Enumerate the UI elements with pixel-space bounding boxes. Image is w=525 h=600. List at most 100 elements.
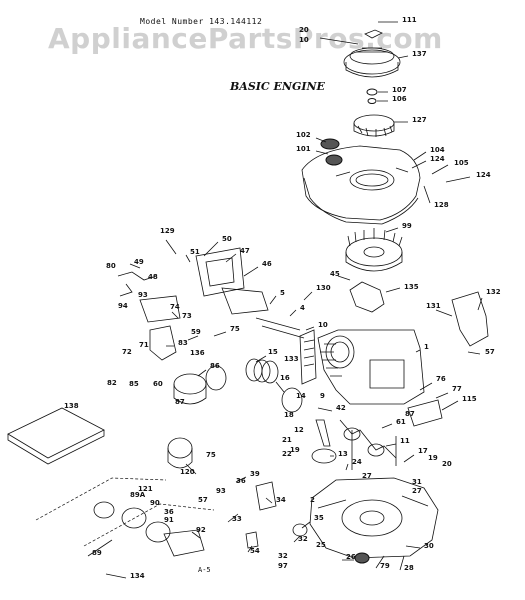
part-callout: 51	[190, 248, 200, 256]
part-callout: 15	[268, 348, 278, 356]
part-callout: 101	[296, 145, 311, 153]
part-callout: 94	[118, 302, 128, 310]
air-cleaner-cup	[167, 437, 193, 469]
part-callout: 57	[198, 496, 208, 504]
part-callout: 11	[400, 437, 410, 445]
part-callout: 10	[318, 321, 328, 329]
part-callout: 59	[191, 328, 201, 336]
part-callout: 39	[250, 470, 260, 478]
engine-block-area	[117, 247, 443, 464]
part-callout: 124	[476, 171, 491, 179]
part-callout: 36	[164, 508, 174, 516]
engine-base	[309, 477, 439, 559]
part-callout: 111	[402, 16, 417, 24]
starter-nut	[367, 98, 377, 104]
part-callout: 89A	[130, 491, 146, 499]
part-callout: 14	[296, 392, 306, 400]
cylinder-block	[317, 329, 425, 405]
breather-plate	[407, 399, 443, 427]
part-callout: 86	[210, 362, 220, 370]
ignition-module	[349, 281, 385, 313]
part-callout: 2	[310, 496, 315, 504]
part-callout: 49	[134, 258, 144, 266]
part-callout: 48	[148, 273, 158, 281]
part-callout: 71	[139, 341, 149, 349]
part-callout: 104	[430, 146, 445, 154]
part-callout: 97	[278, 562, 288, 570]
oil-seal	[354, 552, 370, 564]
part-callout: 89	[92, 549, 102, 557]
part-callout: 22	[282, 450, 292, 458]
blower-housing	[301, 145, 421, 225]
part-callout: 128	[434, 201, 449, 209]
part-callout: 90	[150, 499, 160, 507]
part-callout: 35	[314, 514, 324, 522]
part-callout: 106	[392, 95, 407, 103]
part-callout: 99	[402, 222, 412, 230]
starter-washer	[366, 88, 378, 96]
part-callout: 130	[316, 284, 331, 292]
part-callout: 19	[290, 446, 300, 454]
shaft-studs	[351, 430, 397, 470]
gasket-plate	[255, 481, 277, 511]
part-callout: 26	[346, 553, 356, 561]
part-callout: 46	[262, 260, 272, 268]
diagram-title: BASIC ENGINE	[230, 80, 325, 93]
part-callout: 34	[276, 496, 286, 504]
part-callout: 137	[412, 50, 427, 58]
small-bracket	[245, 531, 259, 549]
part-callout: 73	[182, 312, 192, 320]
part-callout: 72	[122, 348, 132, 356]
part-callout: 60	[153, 380, 163, 388]
throttle-spring	[119, 283, 133, 297]
part-callout: 30	[424, 542, 434, 550]
part-callout: 18	[284, 411, 294, 419]
head-gasket	[281, 387, 303, 413]
leader-lines	[87, 21, 483, 579]
connecting-rod	[315, 419, 331, 447]
part-callout: 27	[412, 487, 422, 495]
air-filter	[7, 407, 105, 465]
part-callout: 5	[280, 289, 285, 297]
part-callout: 133	[284, 355, 299, 363]
part-callout: 77	[452, 385, 462, 393]
part-callout: 85	[129, 380, 139, 388]
part-callout: 93	[216, 487, 226, 495]
part-callout: 4	[300, 304, 305, 312]
part-callout: 54	[250, 547, 260, 555]
part-callout: 105	[454, 159, 469, 167]
rewind-starter	[343, 29, 401, 78]
part-callout: 92	[196, 526, 206, 534]
part-callout: 102	[296, 131, 311, 139]
part-callout: 10	[299, 36, 309, 44]
part-callout: 9	[320, 392, 325, 400]
part-callout: 107	[392, 86, 407, 94]
part-callout: 19	[428, 454, 438, 462]
part-callout: 124	[430, 155, 445, 163]
model-number-label: Model Number 143.144112	[140, 17, 263, 26]
part-callout: 129	[160, 227, 175, 235]
part-callout: 87	[175, 398, 185, 406]
part-callout: 82	[107, 379, 117, 387]
top-cap	[320, 138, 340, 150]
lower-assembly-drawings	[35, 430, 439, 564]
part-callout: 74	[170, 303, 180, 311]
part-callout: 17	[418, 447, 428, 455]
part-callout: 132	[486, 288, 501, 296]
part-callout: 32	[298, 535, 308, 543]
part-callout: 28	[404, 564, 414, 572]
part-callout: 83	[178, 339, 188, 347]
part-callout: 1	[424, 343, 429, 351]
part-callout: 87	[405, 410, 415, 418]
piston-rings	[245, 358, 279, 384]
governor-link	[117, 271, 157, 281]
top-assembly-drawings	[301, 29, 489, 347]
part-callout: 20	[442, 460, 452, 468]
part-callout: 12	[294, 426, 304, 434]
muffler-assembly	[93, 501, 205, 557]
part-callout: 75	[230, 325, 240, 333]
part-callout: 25	[316, 541, 326, 549]
air-baffle	[451, 291, 489, 347]
part-callout: 121	[138, 485, 153, 493]
